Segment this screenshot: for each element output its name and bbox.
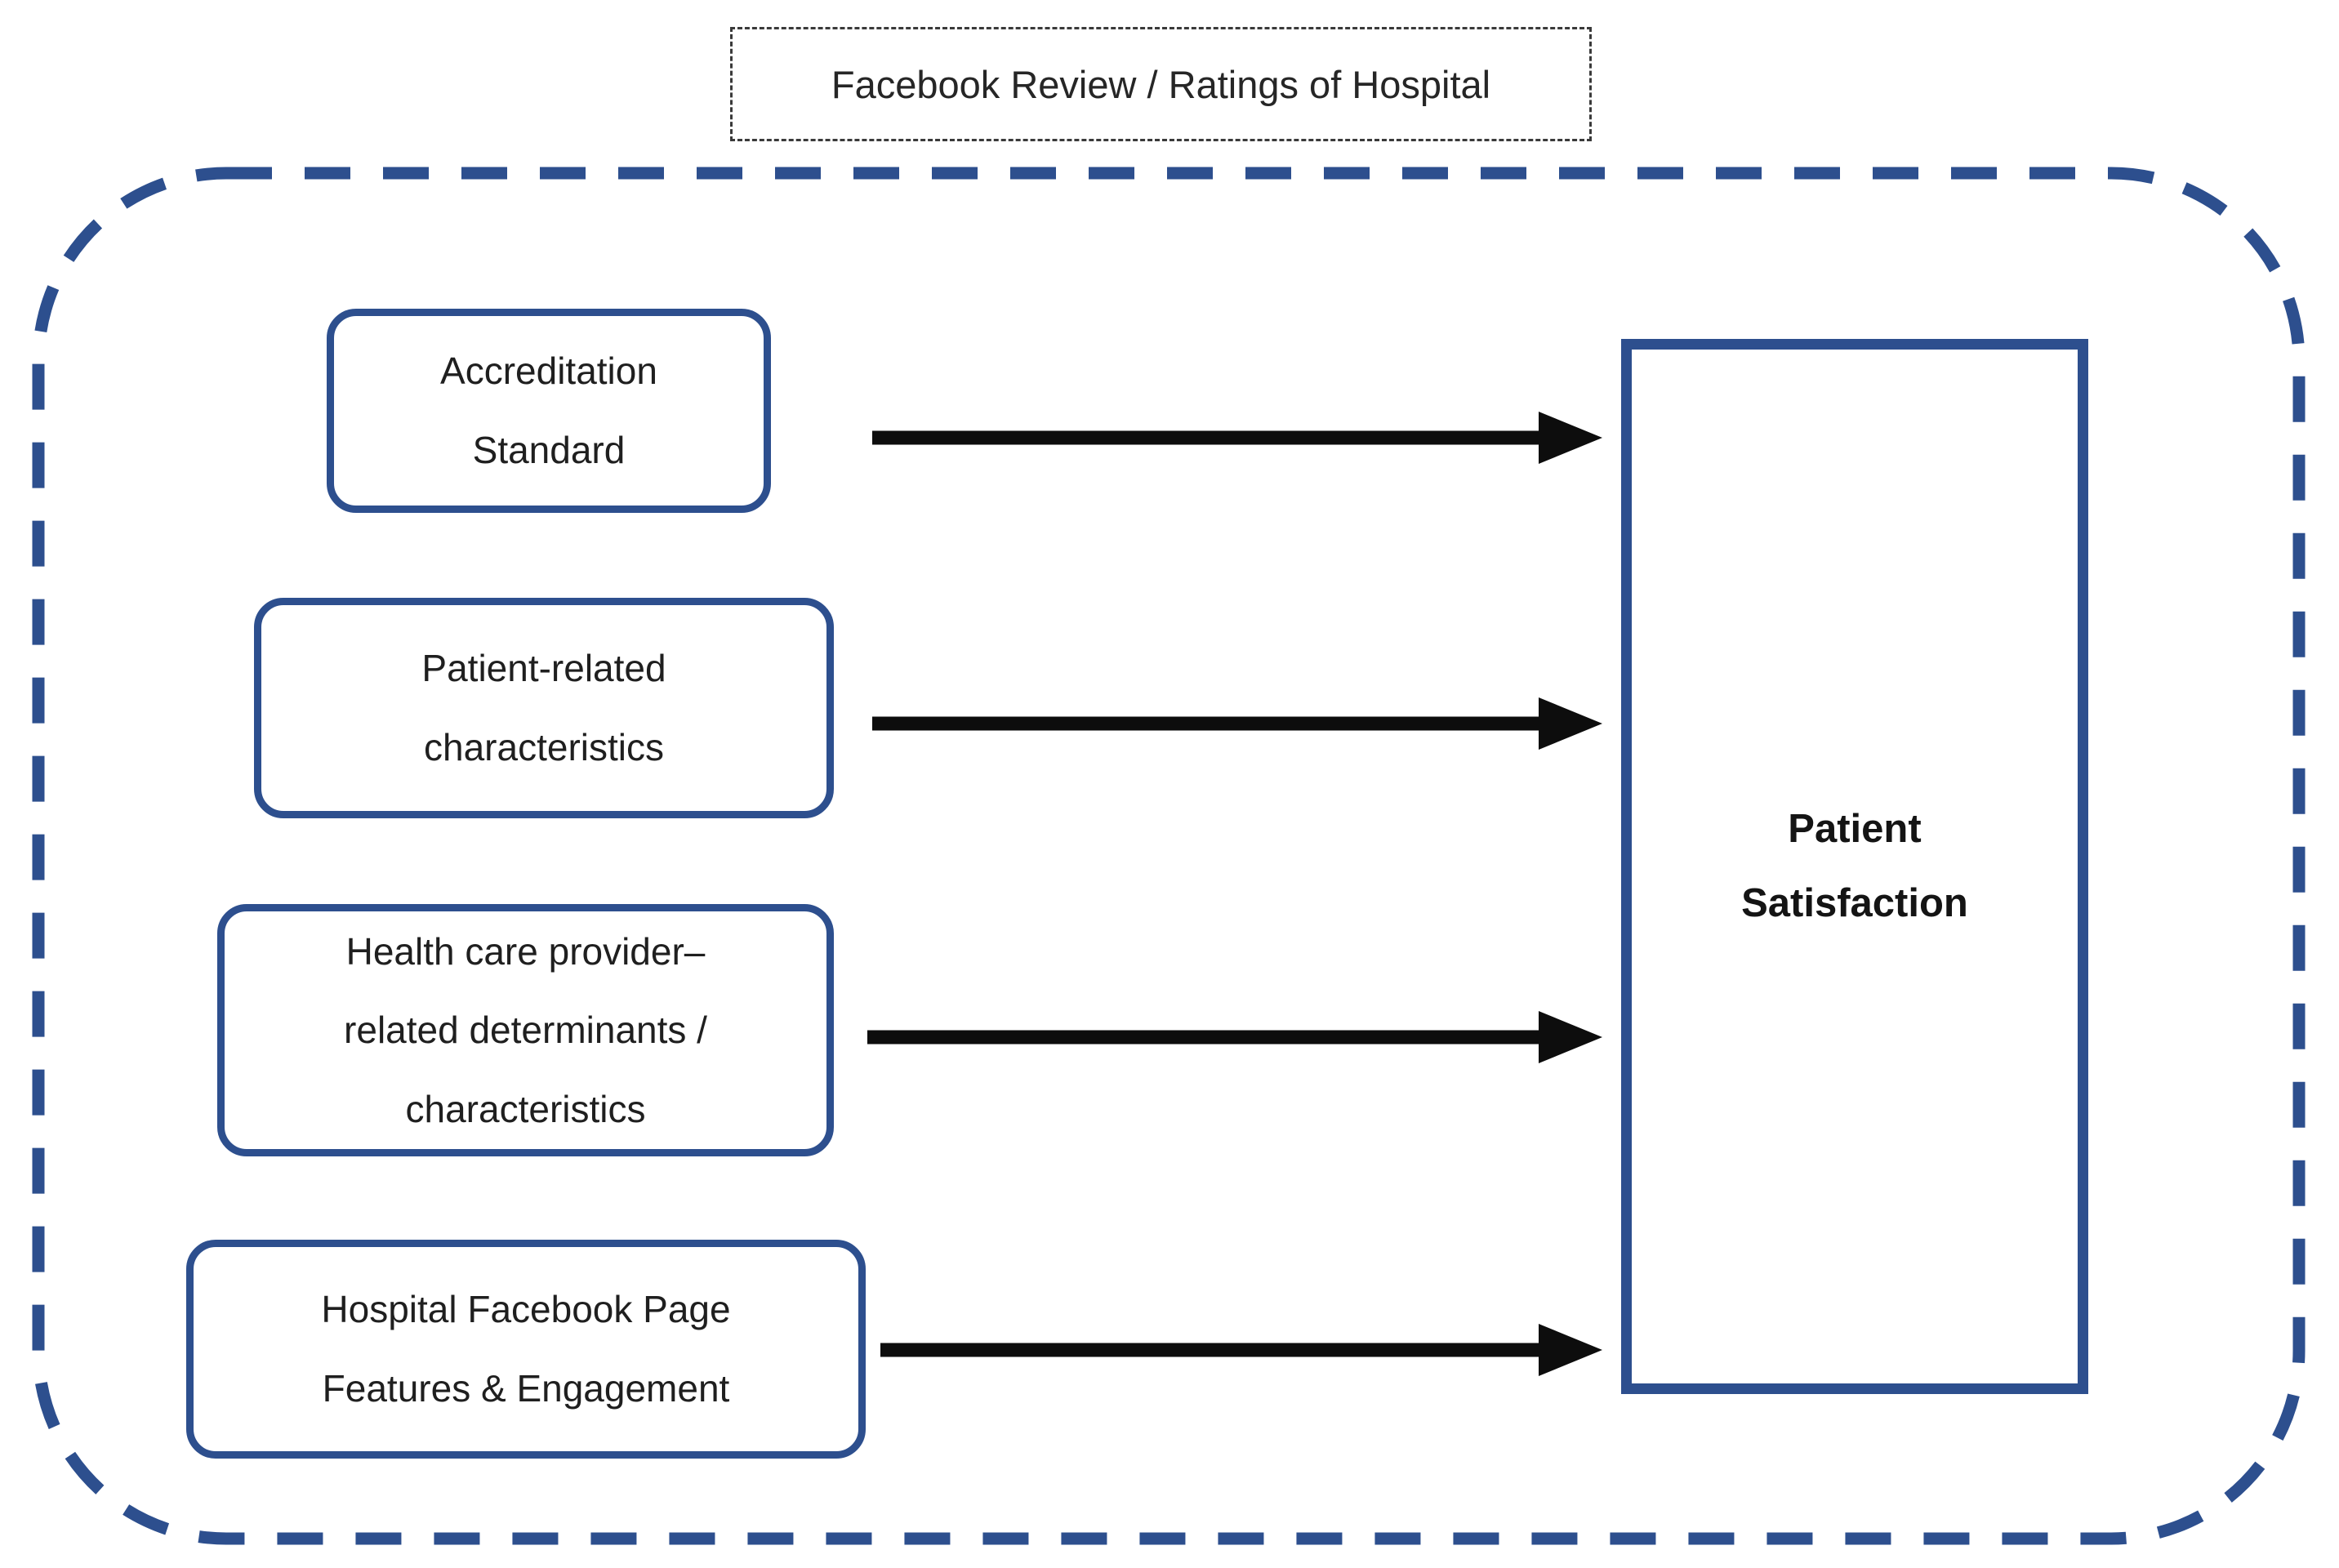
arrow-patient-characteristics-to-satisfaction [872,697,1602,750]
factor-box-provider-related-determinants: Health care provider– related determinan… [217,904,834,1156]
factor-box-patient-related-characteristics: Patient-related characteristics [254,598,834,818]
title-box: Facebook Review / Ratings of Hospital [730,27,1592,141]
outcome-box-patient-satisfaction: Patient Satisfaction [1621,339,2088,1394]
outcome-label: Patient Satisfaction [1741,807,1968,925]
factor-label: Patient-related characteristics [421,647,666,768]
arrow-provider-determinants-to-satisfaction [867,1011,1602,1063]
factor-box-accreditation-standard: Accreditation Standard [327,309,771,513]
factor-label: Accreditation Standard [440,350,657,471]
arrow-accreditation-to-satisfaction [872,412,1602,464]
factor-box-hospital-facebook-page: Hospital Facebook Page Features & Engage… [186,1240,866,1459]
factor-label: Hospital Facebook Page Features & Engage… [321,1288,731,1410]
factor-label: Health care provider– related determinan… [344,929,707,1130]
title-text: Facebook Review / Ratings of Hospital [831,62,1491,106]
arrow-facebook-page-to-satisfaction [880,1324,1602,1376]
